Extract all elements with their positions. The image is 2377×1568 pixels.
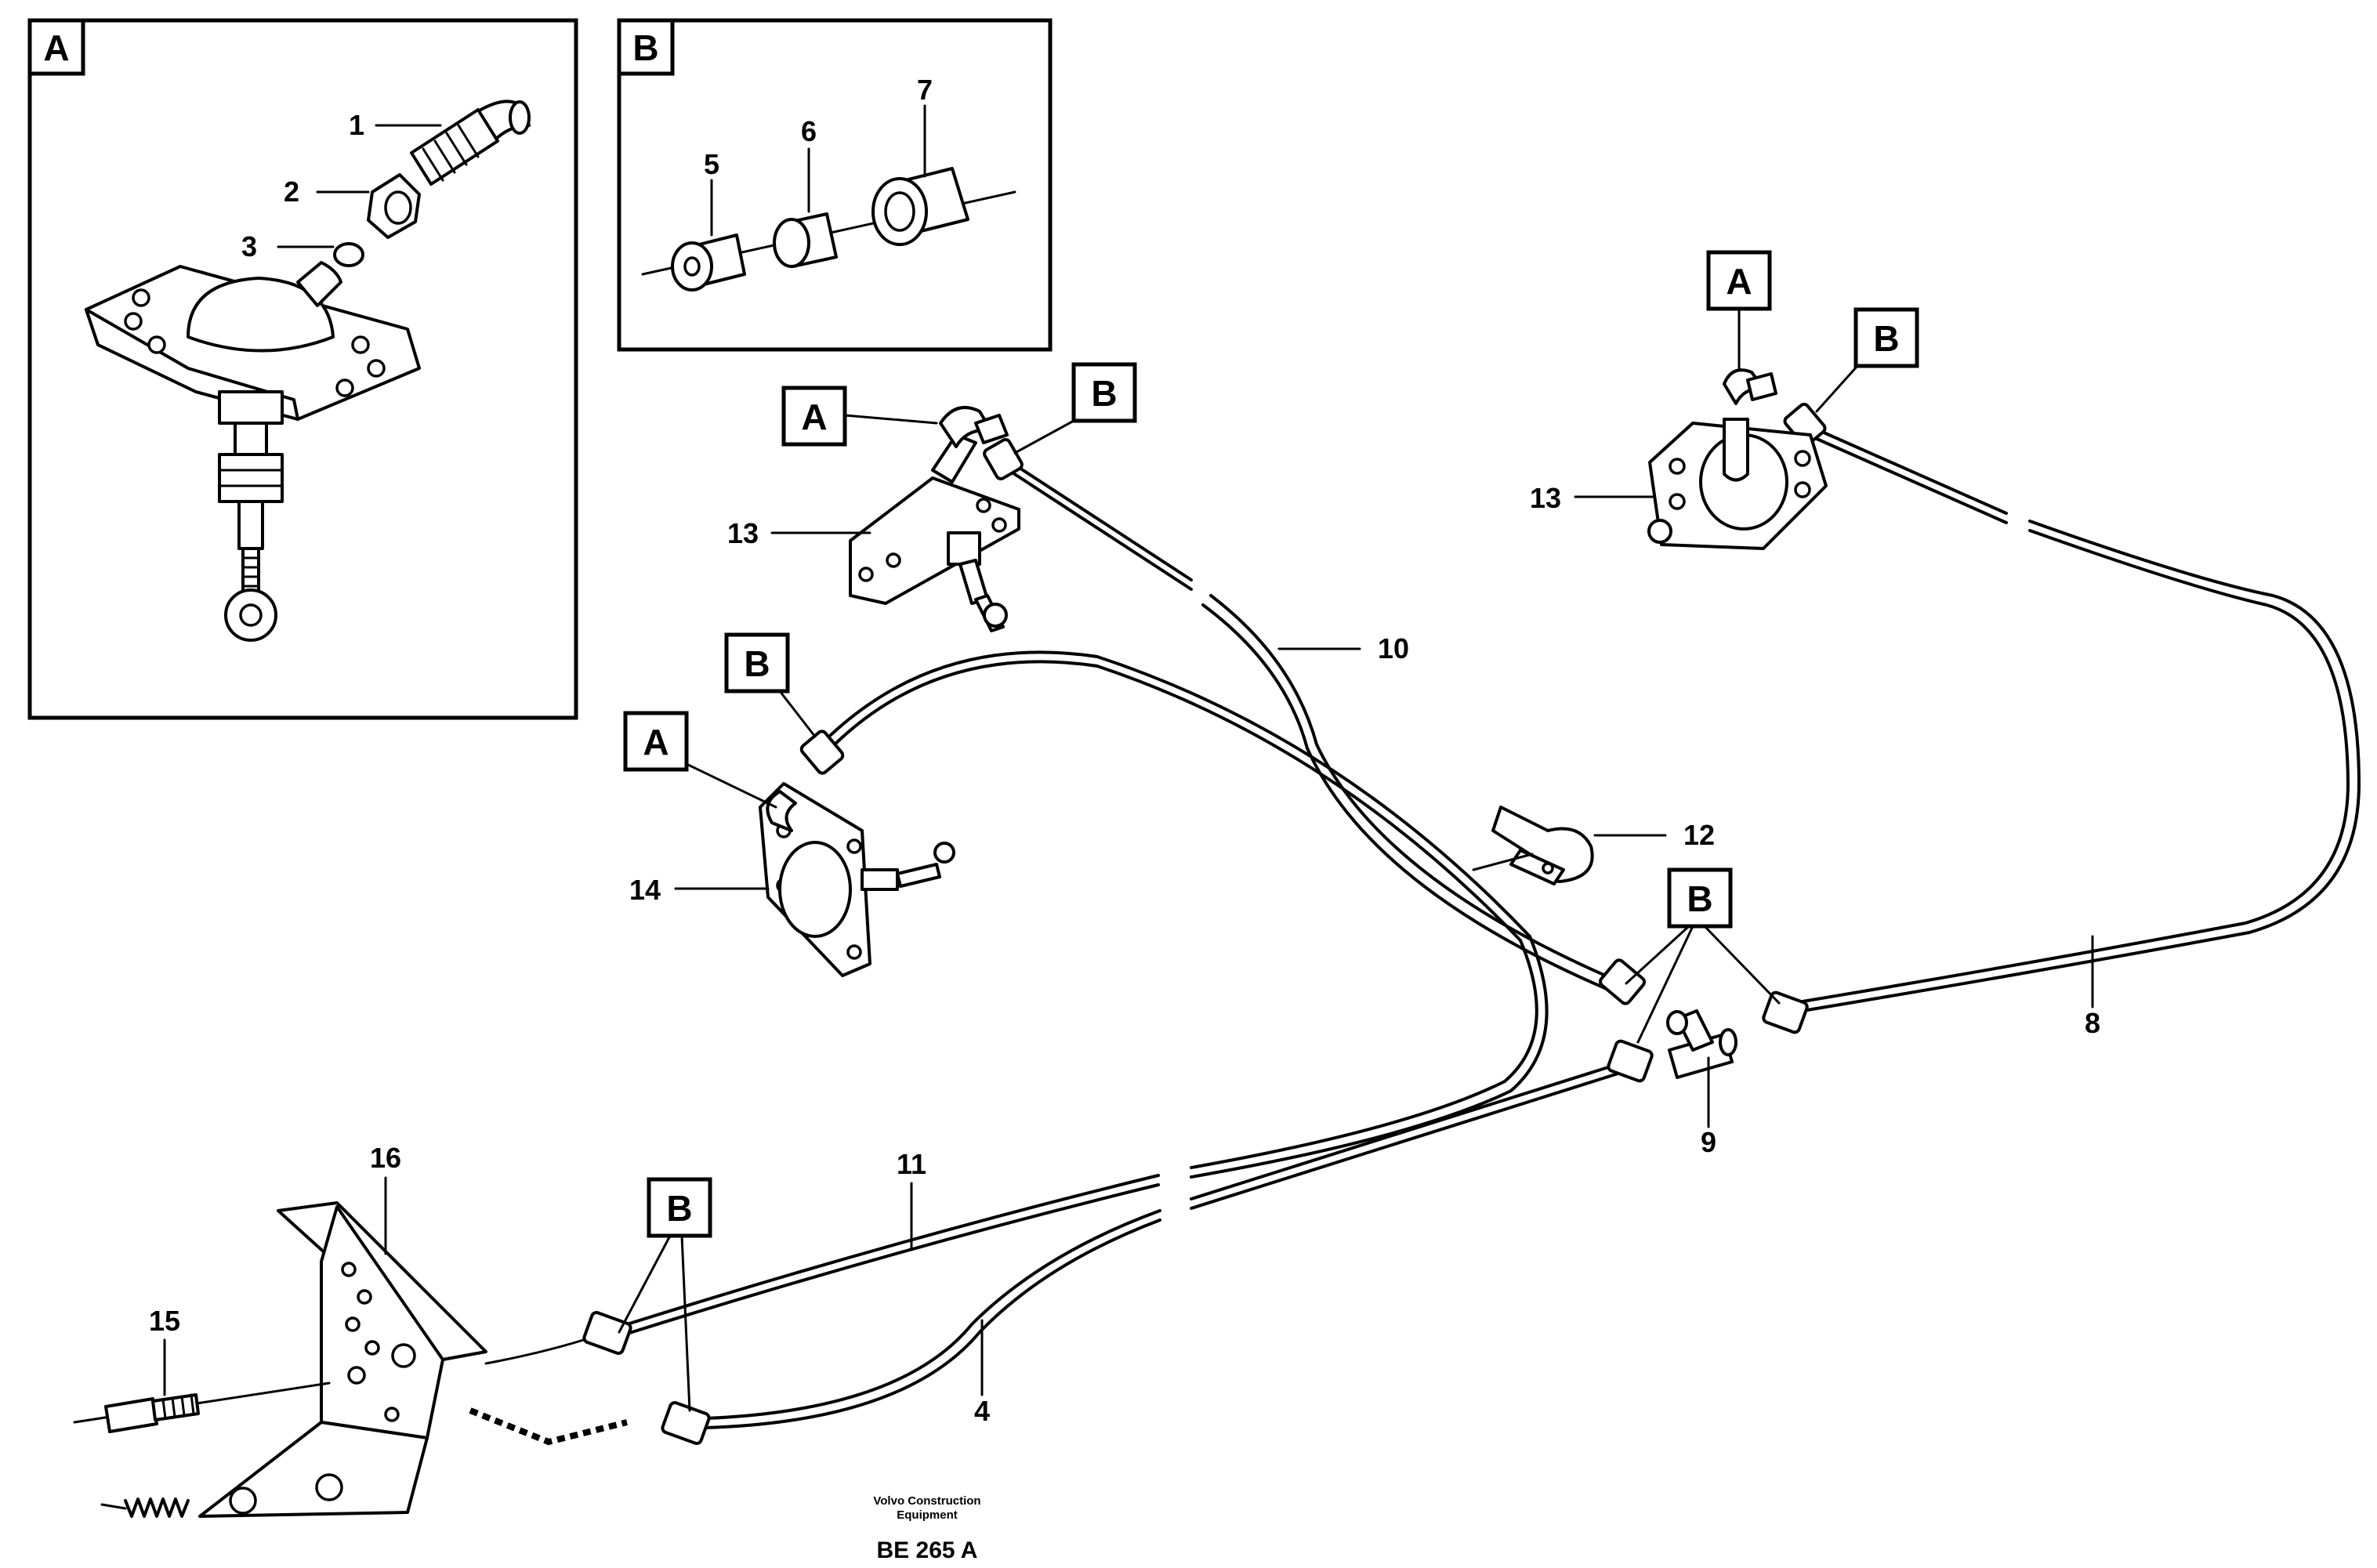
inset-a: A: [27, 18, 578, 720]
nut-tee-left: [1607, 1039, 1654, 1083]
inset-b-tag: B: [632, 27, 658, 68]
svg-text:B: B: [1687, 878, 1712, 919]
callout-12-leader: [1472, 853, 1534, 871]
nut: [367, 173, 421, 239]
callout-11: 11: [897, 1148, 926, 1251]
tee-connector: [1666, 1009, 1737, 1079]
clamp: [1491, 806, 1594, 885]
svg-text:A: A: [643, 722, 669, 762]
callout-3: 3: [241, 230, 257, 263]
brake-line-4: [1190, 1056, 1640, 1200]
line-fittings: [582, 403, 1827, 1445]
nut-line10-end: [1598, 958, 1647, 1005]
nut-pedal-upper: [582, 1311, 632, 1355]
callout-15: 15: [149, 1305, 180, 1396]
callout-5: 5: [704, 148, 719, 180]
svg-text:9: 9: [1701, 1126, 1716, 1158]
drawing-code: BE 265 A: [877, 1537, 978, 1563]
svg-text:15: 15: [149, 1305, 180, 1337]
svg-text:16: 16: [370, 1142, 401, 1174]
ferrule: [773, 212, 838, 268]
nut-valve14: [799, 730, 845, 775]
callout-7: 7: [917, 74, 933, 106]
nut-pedal-lower: [661, 1401, 711, 1445]
svg-text:B: B: [1873, 318, 1899, 359]
brake-lines: [469, 422, 2361, 1446]
svg-text:13: 13: [1530, 482, 1561, 514]
svg-text:B: B: [666, 1188, 692, 1229]
callout-6: 6: [801, 115, 817, 147]
o-ring: [333, 242, 364, 267]
callout-13-left: 13: [727, 517, 871, 549]
svg-text:13: 13: [727, 517, 759, 549]
callout-9: 9: [1701, 1056, 1716, 1158]
sleeve: [671, 234, 746, 292]
callout-4: 4: [974, 1319, 990, 1427]
tag-b-pedal: B: [618, 1177, 712, 1412]
inset-a-tag: A: [43, 27, 69, 68]
svg-text:8: 8: [2085, 1007, 2100, 1039]
callout-14: 14: [629, 874, 770, 906]
callout-8: 8: [2085, 935, 2100, 1039]
brake-line-10: [1009, 461, 1193, 581]
callout-13-right: 13: [1530, 482, 1655, 514]
svg-text:A: A: [801, 397, 827, 437]
inset-b: B 5 6 7: [617, 18, 1053, 352]
svg-text:B: B: [1091, 373, 1117, 414]
svg-text:B: B: [744, 643, 770, 684]
callout-2: 2: [284, 176, 299, 208]
svg-text:10: 10: [1378, 632, 1409, 664]
svg-text:4: 4: [974, 1395, 990, 1427]
svg-text:A: A: [1726, 261, 1752, 302]
footer: Volvo Construction Equipment BE 265 A: [873, 1494, 980, 1563]
brake-valve-13-right: [1647, 368, 1828, 550]
svg-text:14: 14: [629, 874, 661, 906]
maker-line-2: Equipment: [897, 1508, 958, 1522]
elbow-fitting: [410, 100, 531, 186]
svg-text:12: 12: [1683, 819, 1715, 851]
nut-line8-end: [1762, 990, 1809, 1034]
callout-10: 10: [1277, 632, 1409, 664]
spring: [100, 1497, 190, 1518]
tag-a-valve13-left: A: [781, 386, 938, 447]
brake-line-8: [1801, 422, 2008, 515]
tag-a-valve13-right: A: [1706, 250, 1772, 370]
maker-line-1: Volvo Construction: [873, 1494, 980, 1508]
tag-b-valve13-left: B: [1013, 362, 1137, 454]
tag-a-valve14: A: [623, 711, 777, 809]
brake-valve-14: [759, 782, 955, 977]
brake-line-11: [833, 660, 1538, 1169]
brake-valve: [85, 261, 421, 642]
brake-valve-13-left: [849, 406, 1020, 632]
bolt: [73, 1382, 331, 1433]
tag-b-tee: B: [1625, 867, 1781, 1044]
pedal-bracket: [198, 1201, 487, 1518]
callout-16: 16: [370, 1142, 401, 1255]
tag-b-valve14: B: [724, 632, 817, 738]
callout-1: 1: [349, 109, 364, 141]
tag-b-valve13-right: B: [1815, 307, 1919, 413]
svg-text:11: 11: [897, 1148, 926, 1180]
union-nut: [871, 167, 969, 246]
callout-12: 12: [1593, 819, 1715, 851]
